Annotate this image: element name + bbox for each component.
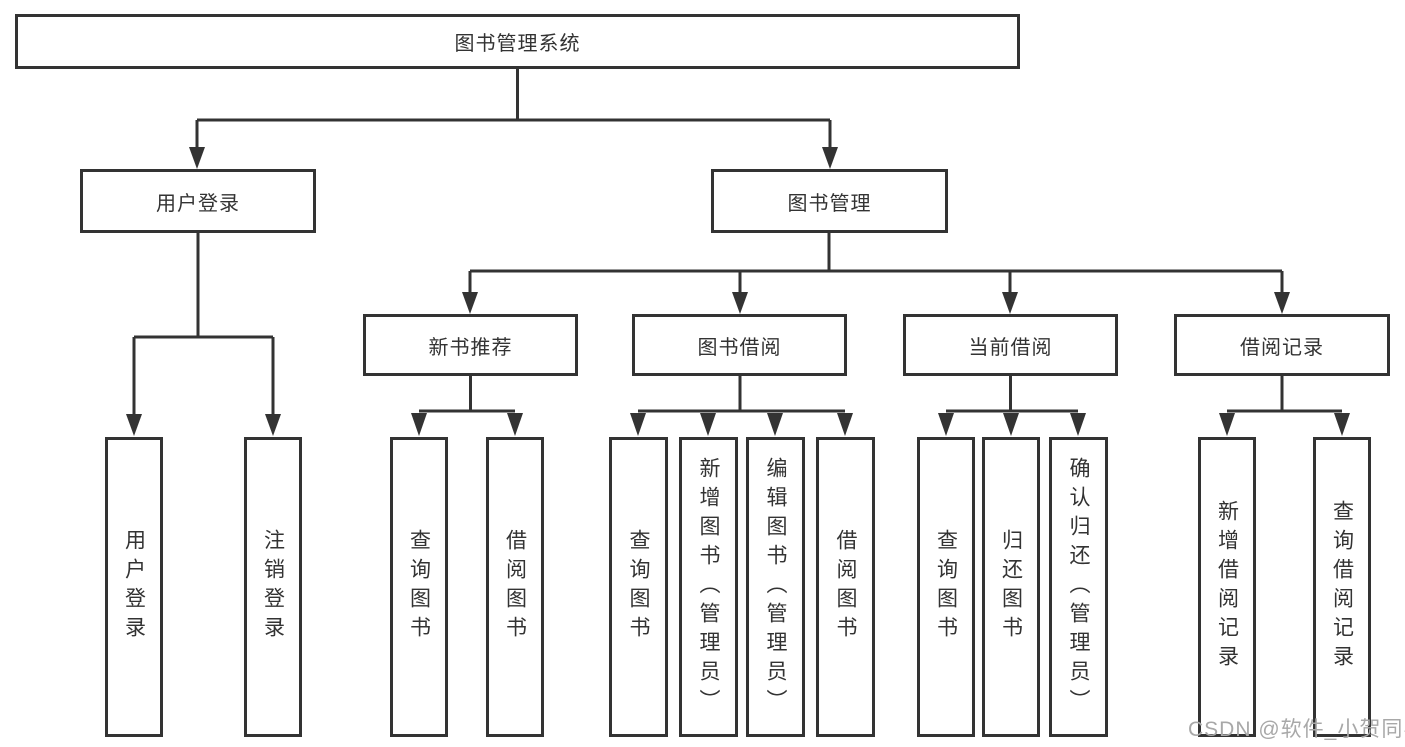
- arrow-down-icon: [732, 292, 748, 314]
- arrow-down-icon: [1219, 413, 1235, 436]
- arrow-down-icon: [1274, 292, 1290, 314]
- leaf-add-borrow-record: 新增借阅记录: [1198, 437, 1256, 737]
- node-book-management: 图书管理: [711, 169, 948, 233]
- arrow-down-icon: [1003, 413, 1019, 436]
- leaf-query-borrow-record: 查询借阅记录: [1313, 437, 1371, 737]
- leaf-query-books-borrow: 查询图书: [609, 437, 668, 737]
- arrow-down-icon: [767, 413, 783, 436]
- leaf-edit-books-admin: 编辑图书（管理员）: [746, 437, 805, 737]
- leaf-query-books-current: 查询图书: [917, 437, 975, 737]
- leaf-return-books: 归还图书: [982, 437, 1040, 737]
- arrow-down-icon: [1334, 413, 1350, 436]
- node-book-borrow: 图书借阅: [632, 314, 847, 376]
- arrow-down-icon: [1070, 413, 1086, 436]
- leaf-logout: 注销登录: [244, 437, 302, 737]
- leaf-borrow-books: 借阅图书: [816, 437, 875, 737]
- node-book-management-system: 图书管理系统: [15, 14, 1020, 69]
- leaf-user-login: 用户登录: [105, 437, 163, 737]
- arrow-down-icon: [700, 413, 716, 436]
- arrow-down-icon: [822, 147, 838, 169]
- arrow-down-icon: [265, 414, 281, 436]
- node-new-book-recommend: 新书推荐: [363, 314, 578, 376]
- leaf-borrow-books-recommend: 借阅图书: [486, 437, 544, 737]
- leaf-query-books-recommend: 查询图书: [390, 437, 448, 737]
- arrow-down-icon: [411, 413, 427, 436]
- arrow-down-icon: [462, 292, 478, 314]
- arrow-down-icon: [189, 147, 205, 169]
- node-user-login: 用户登录: [80, 169, 316, 233]
- arrow-down-icon: [1002, 292, 1018, 314]
- node-borrow-records: 借阅记录: [1174, 314, 1390, 376]
- arrow-down-icon: [126, 414, 142, 436]
- node-current-borrow: 当前借阅: [903, 314, 1118, 376]
- arrow-down-icon: [630, 413, 646, 436]
- arrow-down-icon: [837, 413, 853, 436]
- leaf-add-books-admin: 新增图书（管理员）: [679, 437, 738, 737]
- arrow-down-icon: [938, 413, 954, 436]
- leaf-confirm-return-admin: 确认归还（管理员）: [1049, 437, 1108, 737]
- csdn-watermark: CSDN @软件_小贺同学: [1188, 718, 1405, 741]
- arrow-down-icon: [507, 413, 523, 436]
